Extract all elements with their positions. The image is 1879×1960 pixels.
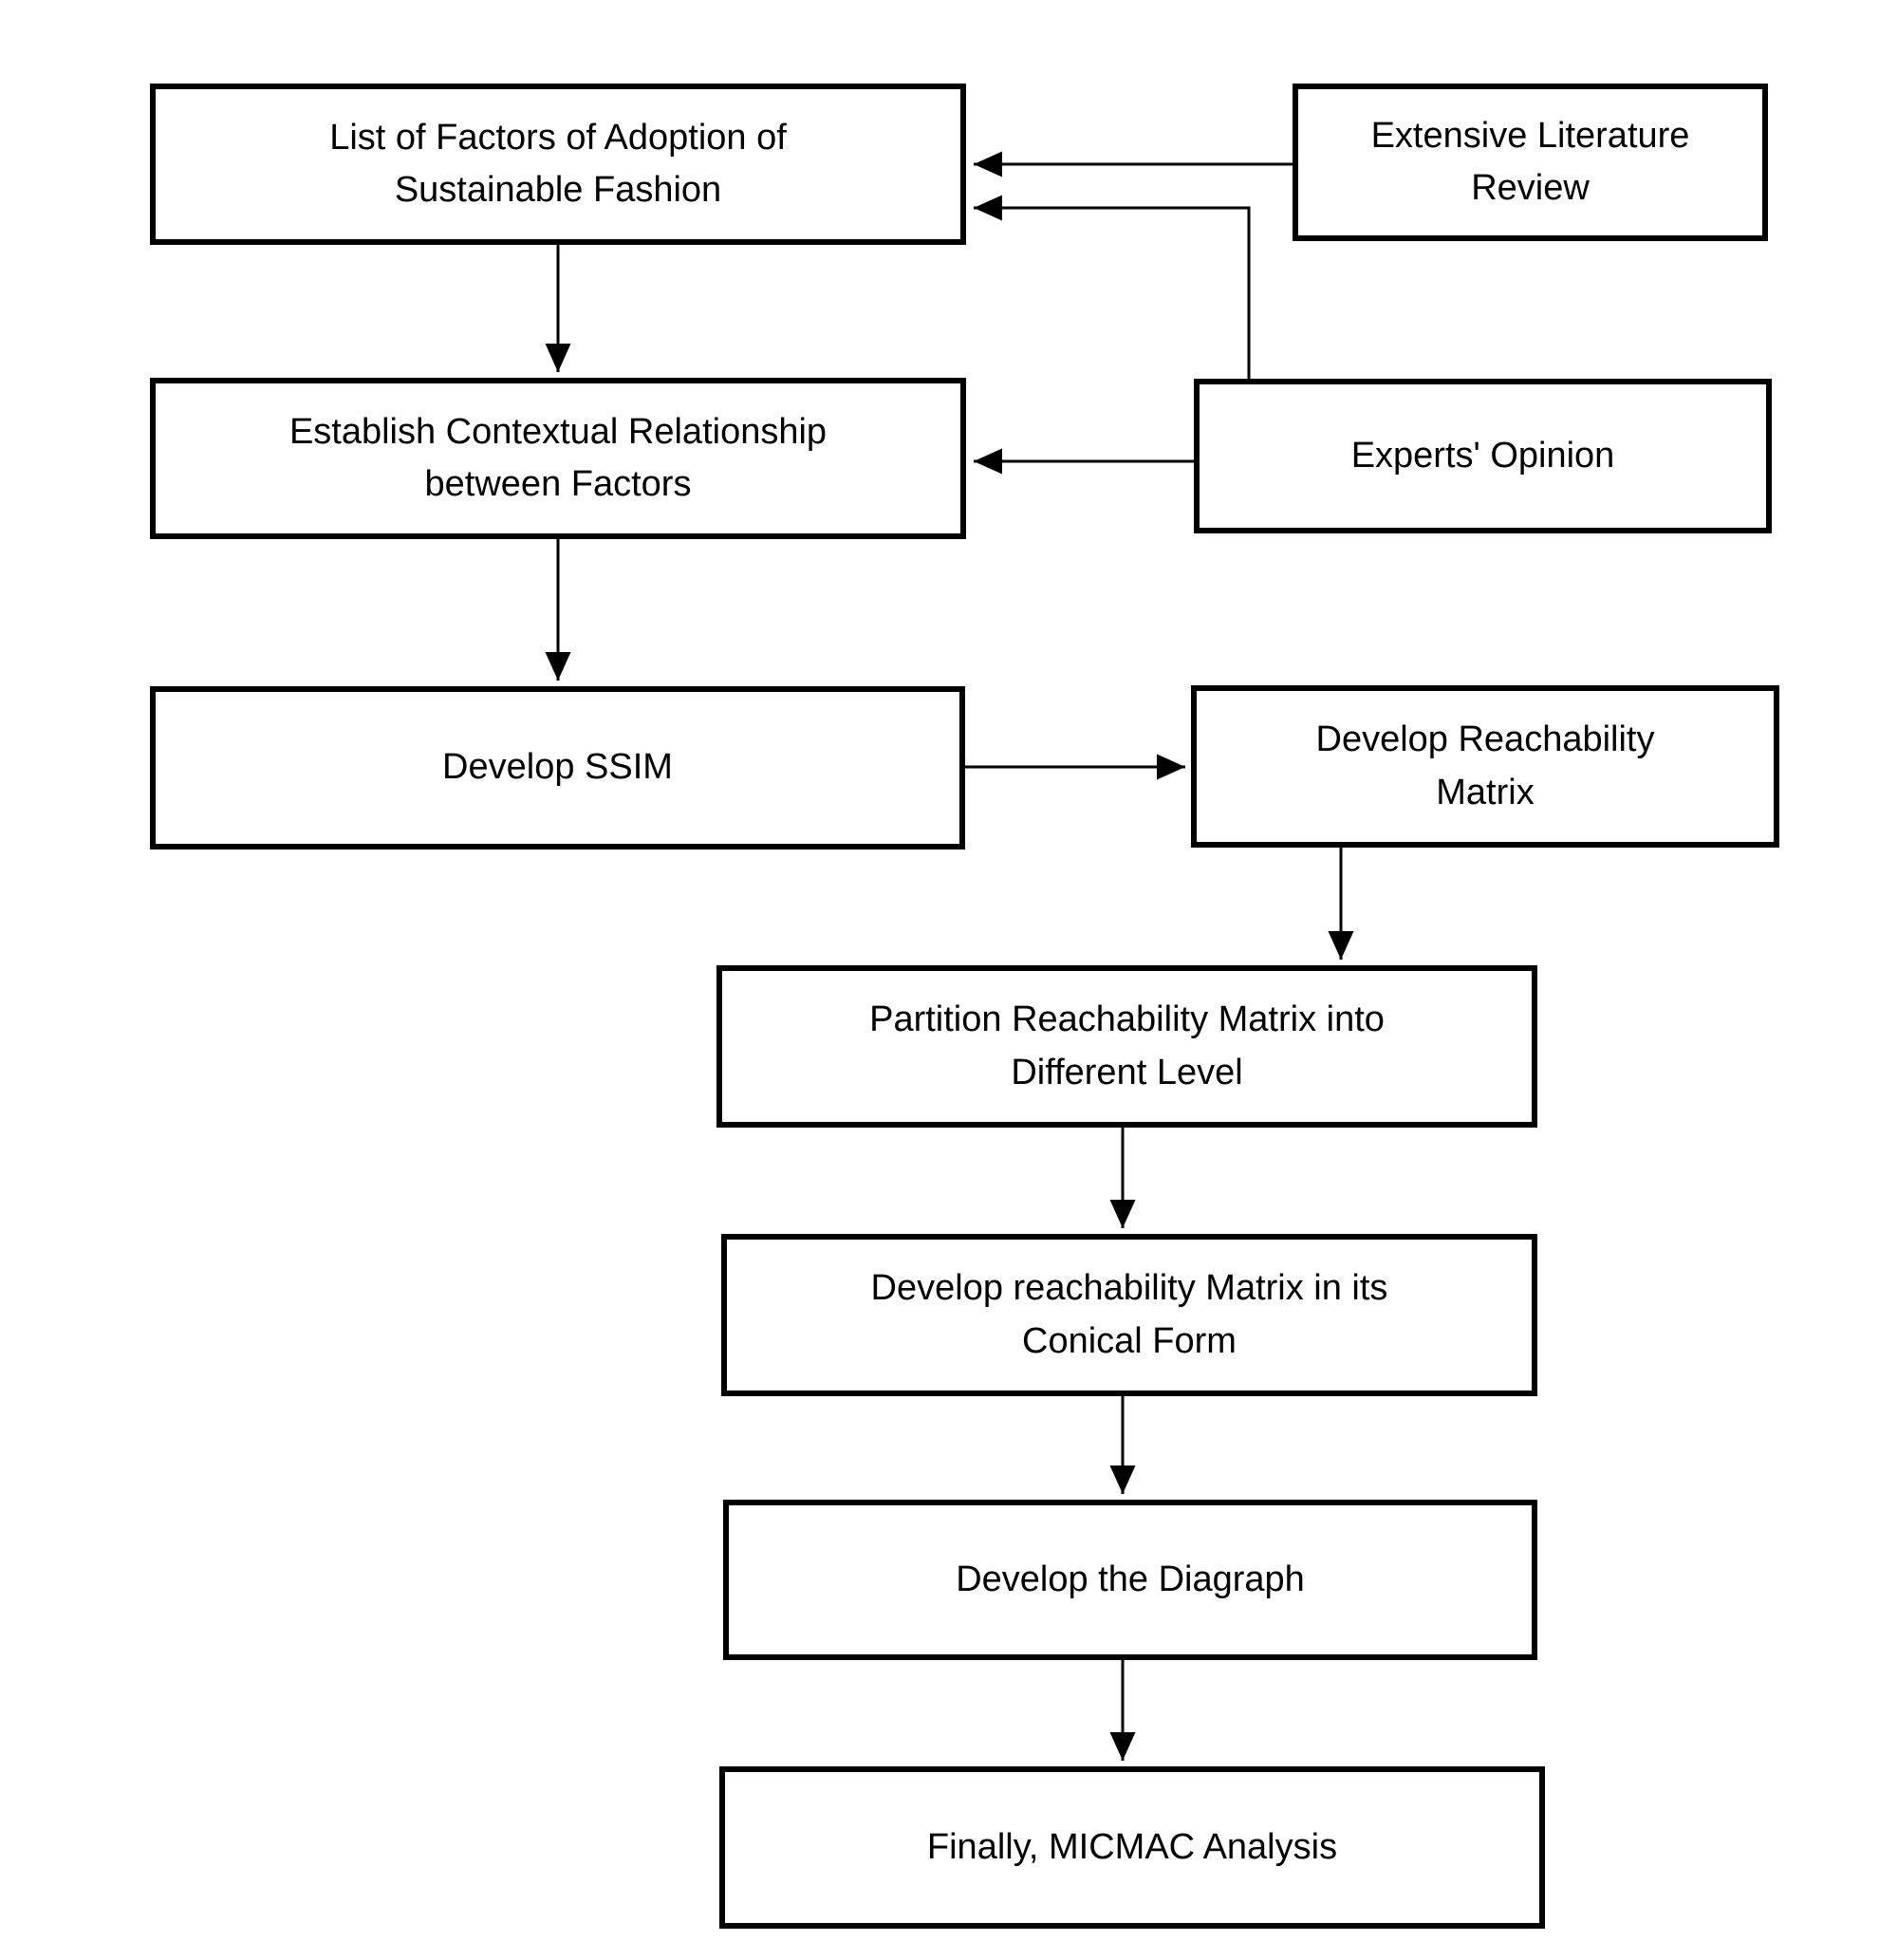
node-develop-ssim: Develop SSIM [150,686,965,849]
node-establish-contextual-relationship: Establish Contextual Relationship betwee… [150,378,966,539]
node-develop-diagraph: Develop the Diagraph [723,1500,1537,1660]
node-label-line: Develop reachability Matrix in its [870,1268,1388,1309]
node-develop-reachability-matrix: Develop Reachability Matrix [1191,685,1779,848]
node-label-line: Partition Reachability Matrix into [869,999,1385,1040]
node-experts-opinion: Experts' Opinion [1194,379,1772,533]
node-partition-reachability-matrix: Partition Reachability Matrix into Diffe… [716,965,1537,1128]
node-label-line: Review [1471,168,1590,208]
node-label-line: List of Factors of Adoption of [329,117,787,158]
node-label-line: Conical Form [1022,1320,1237,1361]
node-label-line: Sustainable Fashion [394,170,722,210]
node-label-line: Finally, MICMAC Analysis [926,1826,1338,1867]
node-label-line: Extensive Literature [1370,115,1690,156]
node-label-line: Develop Reachability [1315,719,1655,760]
node-label-line: between Factors [424,464,692,504]
node-list-of-factors: List of Factors of Adoption of Sustainab… [150,84,966,245]
node-develop-conical-form: Develop reachability Matrix in its Conic… [721,1234,1537,1396]
arrow-experts-to-factors [974,195,1251,379]
node-label-line: Develop SSIM [442,747,673,788]
node-micmac-analysis: Finally, MICMAC Analysis [719,1766,1545,1929]
node-label-line: Different Level [1011,1052,1243,1092]
node-label-line: Matrix [1436,772,1535,812]
node-label-line: Establish Contextual Relationship [288,411,828,452]
node-extensive-literature-review: Extensive Literature Review [1293,84,1768,241]
node-label-line: Experts' Opinion [1350,435,1615,476]
node-label-line: Develop the Diagraph [956,1559,1305,1599]
